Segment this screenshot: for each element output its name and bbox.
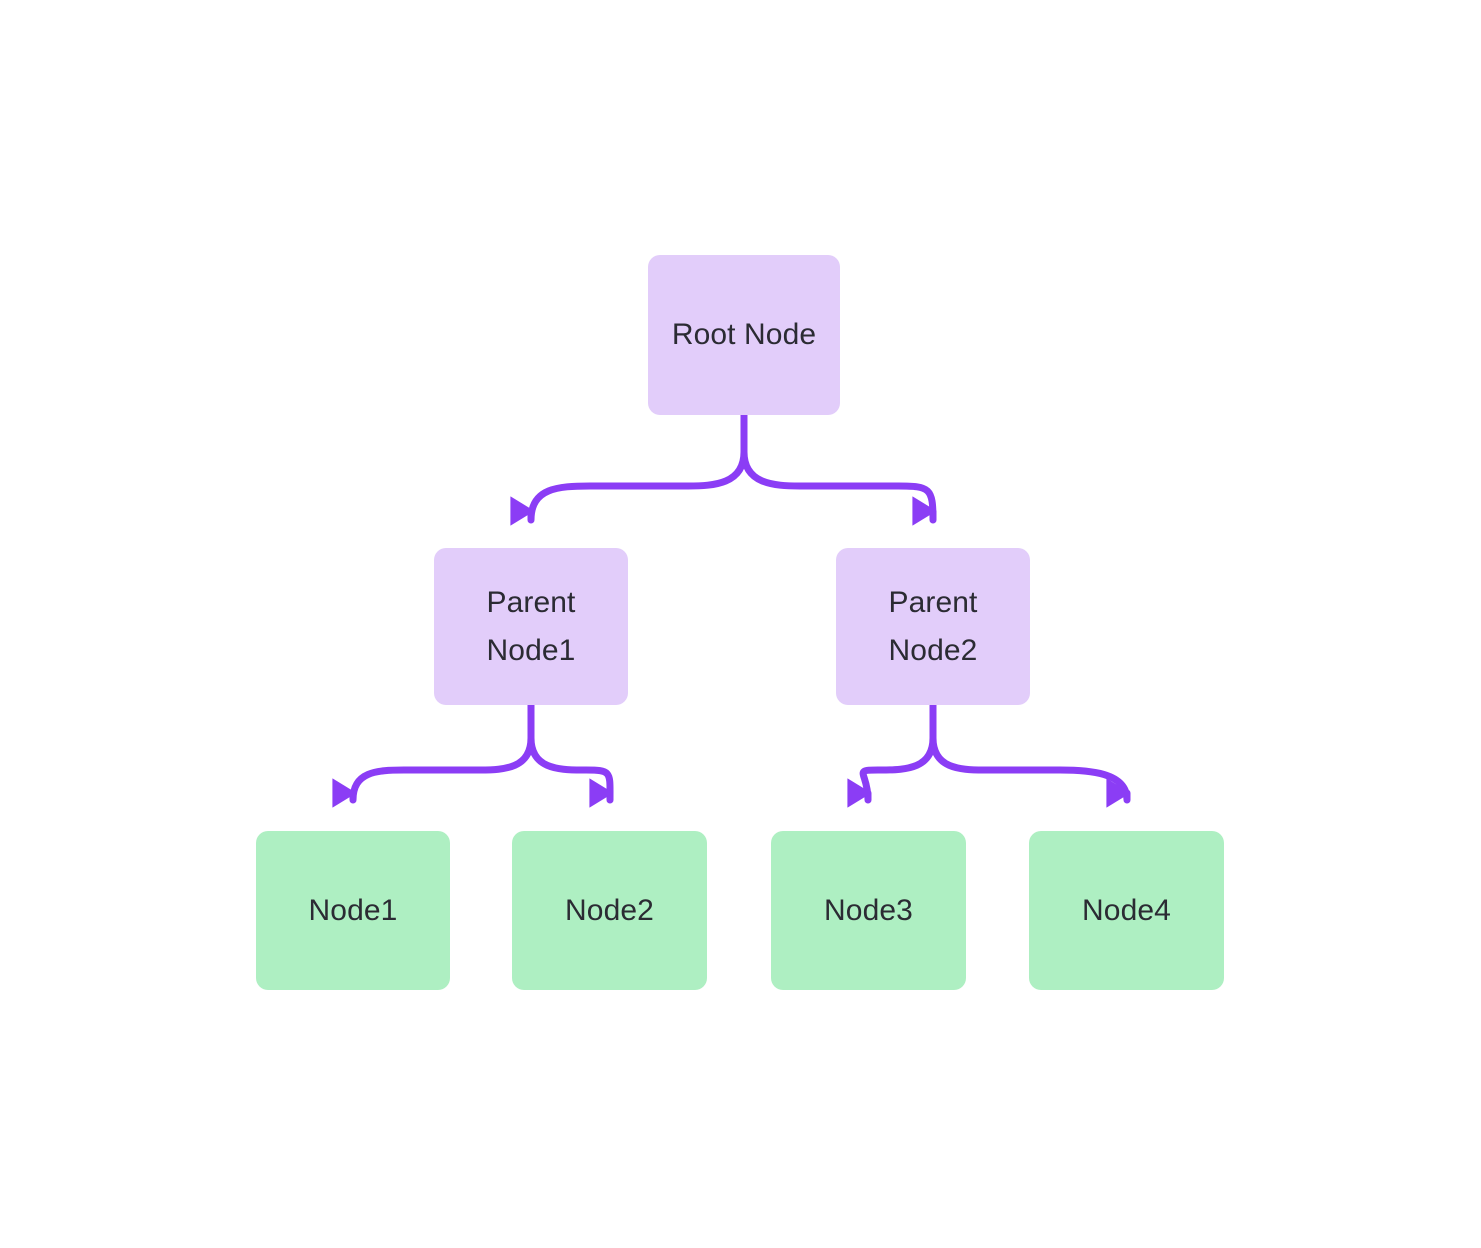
node-parent-node2-label: Parent Node2 bbox=[888, 585, 978, 667]
node-node3-label: Node3 bbox=[824, 893, 913, 927]
node-node2-label: Node2 bbox=[565, 893, 654, 927]
node-node4-label: Node4 bbox=[1082, 893, 1171, 927]
node-root-label: Root Node bbox=[671, 318, 817, 351]
node-root[interactable]: Root Node bbox=[648, 255, 840, 415]
edge-parent-node2-to-node4 bbox=[929, 701, 1131, 808]
node-node3[interactable]: Node3 bbox=[771, 831, 966, 990]
edge-parent-node1-to-node1 bbox=[332, 701, 535, 808]
node-node1-label: Node1 bbox=[308, 893, 398, 927]
node-node4[interactable]: Node4 bbox=[1029, 831, 1224, 990]
node-parent-node2[interactable]: Parent Node2 bbox=[836, 548, 1030, 705]
node-parent-node1-label: Parent Node1 bbox=[486, 585, 576, 667]
node-node2[interactable]: Node2 bbox=[512, 831, 707, 990]
edge-root-to-parent-node2 bbox=[740, 411, 937, 526]
edge-parent-node2-to-node3 bbox=[847, 701, 937, 808]
edge-parent-node1-to-node2 bbox=[527, 701, 614, 808]
edge-root-to-parent-node1 bbox=[510, 411, 748, 526]
node-node1[interactable]: Node1 bbox=[256, 831, 450, 990]
node-parent-node1[interactable]: Parent Node1 bbox=[434, 548, 628, 705]
